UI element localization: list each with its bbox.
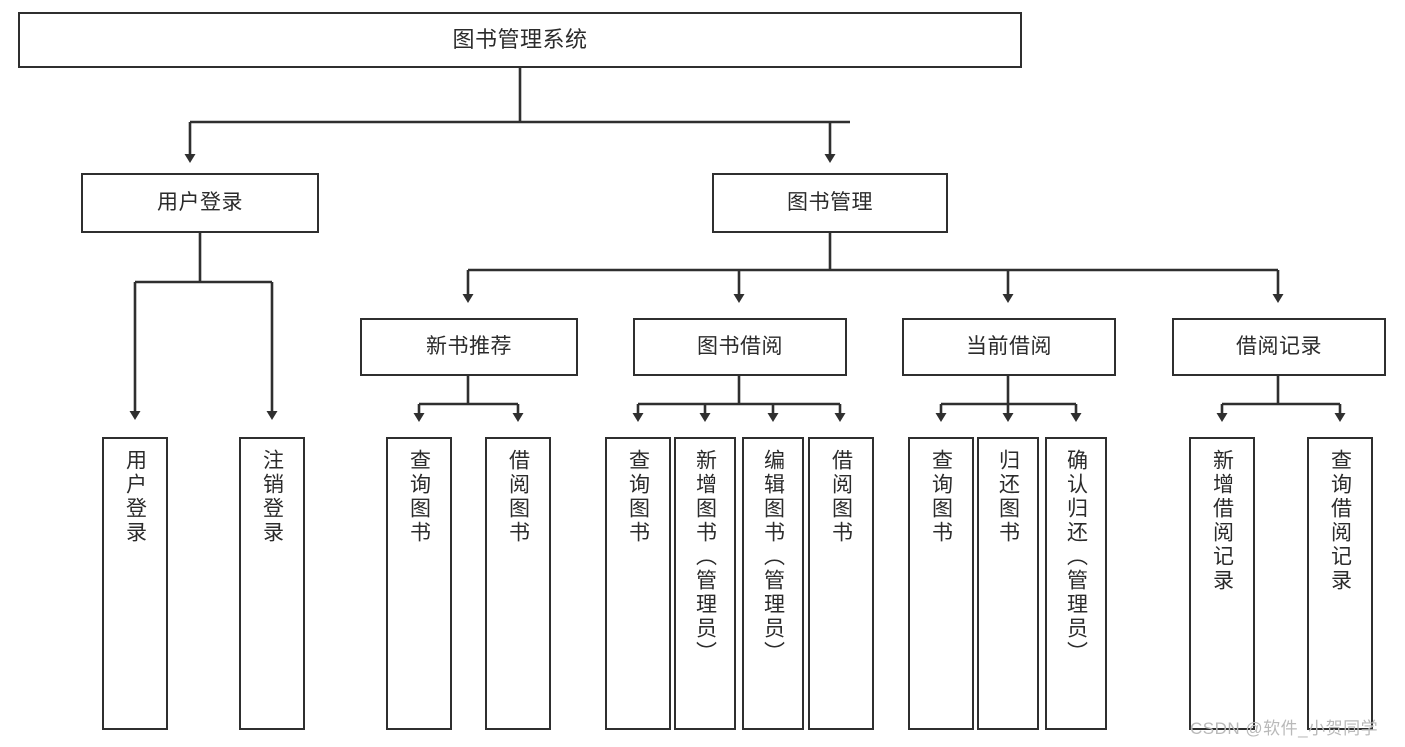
leaf-query-book-current-label: 查询图书 — [929, 449, 953, 545]
node-user-login-label: 用户登录 — [157, 190, 243, 214]
leaf-return-book-label: 归还图书 — [996, 449, 1020, 545]
node-book-management-label: 图书管理 — [787, 190, 873, 214]
csdn-watermark: CSDN @软件_小贺同学 — [1190, 719, 1379, 738]
leaf-query-book-borrow[interactable]: 查询图书 — [605, 437, 671, 730]
leaf-confirm-return-admin-label: 确认归还（管理员） — [1064, 449, 1088, 665]
node-new-book-recommend-label: 新书推荐 — [426, 334, 512, 358]
leaf-borrow-book-label: 借阅图书 — [829, 449, 853, 545]
leaf-user-login-label: 用户登录 — [123, 449, 147, 545]
leaf-edit-book-admin[interactable]: 编辑图书（管理员） — [742, 437, 804, 730]
node-borrow-records[interactable]: 借阅记录 — [1172, 318, 1386, 376]
leaf-query-borrow-record[interactable]: 查询借阅记录 — [1307, 437, 1373, 730]
leaf-borrow-book-recommend[interactable]: 借阅图书 — [485, 437, 551, 730]
leaf-query-book-current[interactable]: 查询图书 — [908, 437, 974, 730]
leaf-query-book-recommend-label: 查询图书 — [407, 449, 431, 545]
node-book-borrow-label: 图书借阅 — [697, 334, 783, 358]
node-book-management[interactable]: 图书管理 — [712, 173, 948, 233]
leaf-confirm-return-admin[interactable]: 确认归还（管理员） — [1045, 437, 1107, 730]
node-root-label: 图书管理系统 — [452, 27, 588, 53]
leaf-add-book-admin-label: 新增图书（管理员） — [693, 449, 717, 665]
leaf-logout-label: 注销登录 — [260, 449, 284, 545]
leaf-query-borrow-record-label: 查询借阅记录 — [1328, 449, 1352, 593]
node-root[interactable]: 图书管理系统 — [18, 12, 1022, 68]
node-user-login[interactable]: 用户登录 — [81, 173, 319, 233]
node-current-borrow[interactable]: 当前借阅 — [902, 318, 1116, 376]
leaf-user-login[interactable]: 用户登录 — [102, 437, 168, 730]
leaf-logout[interactable]: 注销登录 — [239, 437, 305, 730]
node-borrow-records-label: 借阅记录 — [1236, 334, 1322, 358]
leaf-add-borrow-record-label: 新增借阅记录 — [1210, 449, 1234, 593]
leaf-edit-book-admin-label: 编辑图书（管理员） — [761, 449, 785, 665]
node-new-book-recommend[interactable]: 新书推荐 — [360, 318, 578, 376]
leaf-add-book-admin[interactable]: 新增图书（管理员） — [674, 437, 736, 730]
leaf-borrow-book-recommend-label: 借阅图书 — [506, 449, 530, 545]
leaf-borrow-book[interactable]: 借阅图书 — [808, 437, 874, 730]
leaf-query-book-borrow-label: 查询图书 — [626, 449, 650, 545]
leaf-add-borrow-record[interactable]: 新增借阅记录 — [1189, 437, 1255, 730]
leaf-return-book[interactable]: 归还图书 — [977, 437, 1039, 730]
leaf-query-book-recommend[interactable]: 查询图书 — [386, 437, 452, 730]
node-book-borrow[interactable]: 图书借阅 — [633, 318, 847, 376]
node-current-borrow-label: 当前借阅 — [966, 334, 1052, 358]
